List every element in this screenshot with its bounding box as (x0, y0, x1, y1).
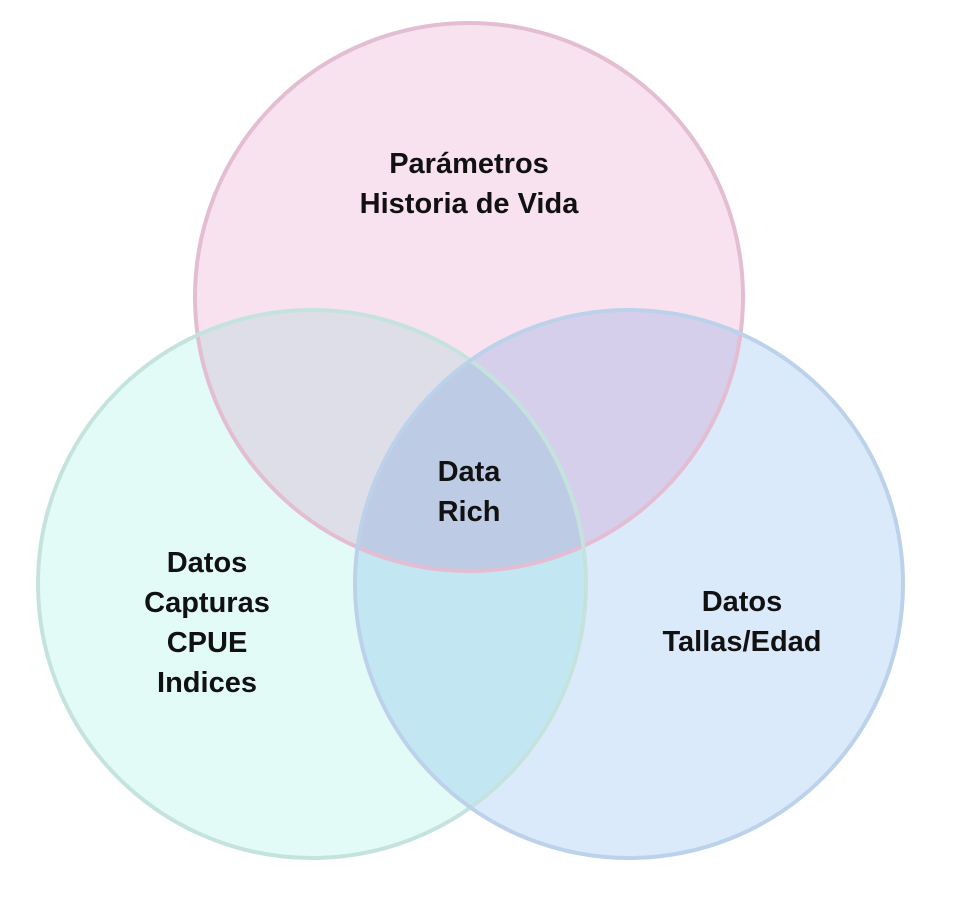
circle-left-outline (36, 308, 588, 860)
label-left-line-2: Capturas (144, 587, 270, 619)
label-center: Data Rich (438, 452, 501, 532)
label-left-line-3: CPUE (166, 627, 248, 659)
circle-right-outline (353, 308, 905, 860)
label-top: Parámetros Historia de Vida (360, 144, 579, 224)
label-top-line-2: Historia de Vida (359, 188, 579, 220)
label-center-line-1: Data (437, 456, 501, 488)
label-top-line-1: Parámetros (389, 148, 549, 180)
label-right: Datos Tallas/Edad (662, 582, 821, 662)
label-center-line-2: Rich (437, 496, 501, 528)
label-right-line-2: Tallas/Edad (662, 626, 822, 658)
circle-top-outline (193, 21, 745, 573)
label-left-line-4: Indices (157, 667, 257, 699)
label-left-line-1: Datos (166, 547, 248, 579)
label-left: Datos Capturas CPUE Indices (144, 543, 270, 703)
circle-right (355, 310, 903, 858)
label-right-line-1: Datos (701, 586, 783, 618)
